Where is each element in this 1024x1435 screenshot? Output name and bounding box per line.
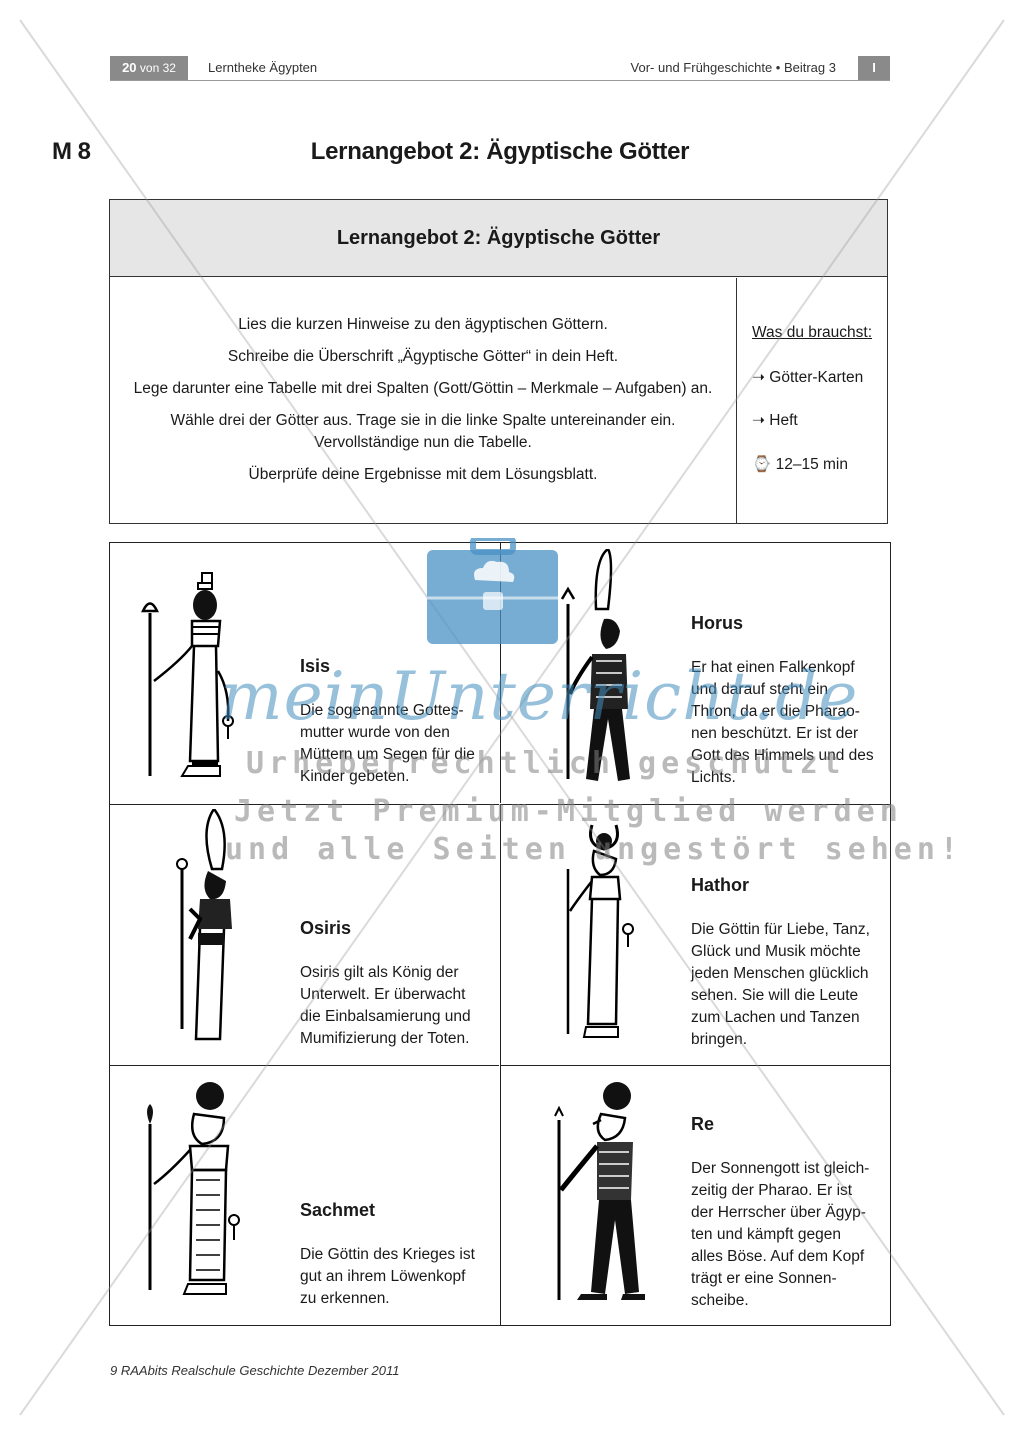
page-total: von 32 — [139, 61, 176, 75]
card-description: Osiris gilt als König der Unterwelt. Er … — [300, 962, 496, 1050]
material-item: ➝ Heft — [752, 412, 798, 429]
desc-line: Lichts. — [691, 769, 736, 786]
card-osiris: Osiris Osiris gilt als König der Unterwe… — [110, 804, 499, 1065]
desc-line: scheibe. — [691, 1292, 749, 1309]
osiris-figure-icon — [176, 809, 232, 1041]
desc-line: Die Göttin für Liebe, Tanz, — [691, 921, 870, 938]
re-figure-icon — [554, 1082, 645, 1300]
desc-line: Glück und Musik möchte — [691, 943, 861, 960]
card-hathor: Hathor Die Göttin für Liebe, Tanz, Glück… — [500, 804, 890, 1065]
card-horus: Horus Er hat einen Falkenkopf und darauf… — [500, 543, 890, 803]
card-sachmet: Sachmet Die Göttin des Krieges ist gut a… — [110, 1065, 499, 1326]
materials-needed: Was du brauchst: ➝ Götter-Karten ➝ Heft … — [738, 278, 887, 523]
card-description: Die sogenannte Gottes- mutter wurde von … — [300, 700, 496, 788]
card-title: Hathor — [691, 875, 749, 895]
header-right-title: Vor- und Frühgeschichte • Beitrag 3 — [630, 60, 836, 75]
page-title: Lernangebot 2: Ägyptische Götter — [310, 138, 690, 165]
desc-line: mutter wurde von den — [300, 724, 450, 741]
header-left-title: Lerntheke Ägypten — [208, 60, 318, 75]
desc-line: die Einbalsamierung und — [300, 1008, 471, 1025]
desc-line: und darauf steht ein — [691, 681, 829, 698]
instruction-box-title: Lernangebot 2: Ägyptische Götter — [110, 200, 887, 277]
desc-line: Osiris gilt als König der — [300, 964, 459, 981]
card-title: Osiris — [300, 918, 352, 938]
desc-line: Mumifizierung der Toten. — [300, 1030, 470, 1047]
card-title: Sachmet — [300, 1200, 376, 1220]
card-description: Die Göttin des Krieges ist gut an ihrem … — [300, 1244, 496, 1310]
desc-line: der Herrscher über Ägyp- — [691, 1204, 866, 1221]
desc-line: zum Lachen und Tanzen — [691, 1009, 860, 1026]
sachmet-figure-icon — [147, 1082, 240, 1295]
desc-line: nen beschützt. Er ist der — [691, 725, 859, 742]
desc-line: gut an ihrem Löwenkopf — [300, 1268, 466, 1285]
desc-line: zu erkennen. — [300, 1290, 390, 1307]
horus-figure-icon — [560, 549, 630, 781]
desc-line: Unterwelt. Er überwacht — [300, 986, 466, 1003]
instruction-step: Vervollständige nun die Tabelle. — [314, 434, 532, 451]
header-rule — [110, 80, 890, 81]
desc-line: zeitig der Pharao. Er ist — [691, 1182, 853, 1199]
card-isis: Isis Die sogenannte Gottes- mutter wurde… — [110, 543, 499, 803]
page-counter: 20 von 32 — [110, 56, 188, 80]
card-title: Isis — [300, 656, 331, 676]
desc-line: Gott des Himmels und des — [691, 747, 874, 764]
desc-line: bringen. — [691, 1031, 748, 1048]
time-estimate: ⌚ 12–15 min — [752, 456, 848, 473]
instruction-box: Lernangebot 2: Ägyptische Götter Lies di… — [109, 199, 888, 524]
desc-line: sehen. Sie will die Leute — [691, 987, 859, 1004]
hathor-figure-icon — [566, 824, 634, 1038]
instruction-step: Wähle drei der Götter aus. Trage sie in … — [170, 412, 676, 429]
instruction-steps: Lies die kurzen Hinweise zu den ägyptisc… — [110, 278, 737, 523]
card-description: Die Göttin für Liebe, Tanz, Glück und Mu… — [691, 919, 887, 1051]
instruction-step: Lege darunter eine Tabelle mit drei Spal… — [133, 380, 713, 397]
material-label: M 8 — [52, 138, 91, 165]
desc-line: trägt er eine Sonnen- — [691, 1270, 837, 1287]
isis-figure-icon — [141, 572, 234, 777]
instruction-step: Schreibe die Überschrift „Ägyptische Göt… — [227, 348, 619, 365]
instruction-step: Lies die kurzen Hinweise zu den ägyptisc… — [238, 316, 608, 333]
desc-line: Kinder gebeten. — [300, 768, 410, 785]
footer-source: 9 RAAbits Realschule Geschichte Dezember… — [110, 1363, 400, 1378]
god-cards-grid: Isis Die sogenannte Gottes- mutter wurde… — [109, 542, 891, 1326]
card-description: Der Sonnengott ist gleich- zeitig der Ph… — [691, 1158, 887, 1312]
card-title: Re — [691, 1114, 715, 1134]
desc-line: Thron, da er die Pharao- — [691, 703, 860, 720]
card-title: Horus — [691, 613, 744, 633]
material-item: ➝ Götter-Karten — [752, 369, 864, 386]
card-description: Er hat einen Falkenkopf und darauf steht… — [691, 657, 887, 789]
section-number-badge: I — [858, 56, 890, 80]
desc-line: Er hat einen Falkenkopf — [691, 659, 855, 676]
desc-line: Die sogenannte Gottes- — [300, 702, 464, 719]
card-re: Re Der Sonnengott ist gleich- zeitig der… — [500, 1065, 890, 1326]
desc-line: alles Böse. Auf dem Kopf — [691, 1248, 865, 1265]
materials-heading: Was du brauchst: — [752, 324, 873, 341]
instruction-step: Überprüfe deine Ergebnisse mit dem Lösun… — [248, 466, 598, 483]
page-current: 20 — [122, 60, 137, 75]
desc-line: jeden Menschen glücklich — [691, 965, 869, 982]
desc-line: Müttern um Segen für die — [300, 746, 475, 763]
desc-line: ten und kämpft gegen — [691, 1226, 841, 1243]
desc-line: Die Göttin des Krieges ist — [300, 1246, 475, 1263]
desc-line: Der Sonnengott ist gleich- — [691, 1160, 870, 1177]
